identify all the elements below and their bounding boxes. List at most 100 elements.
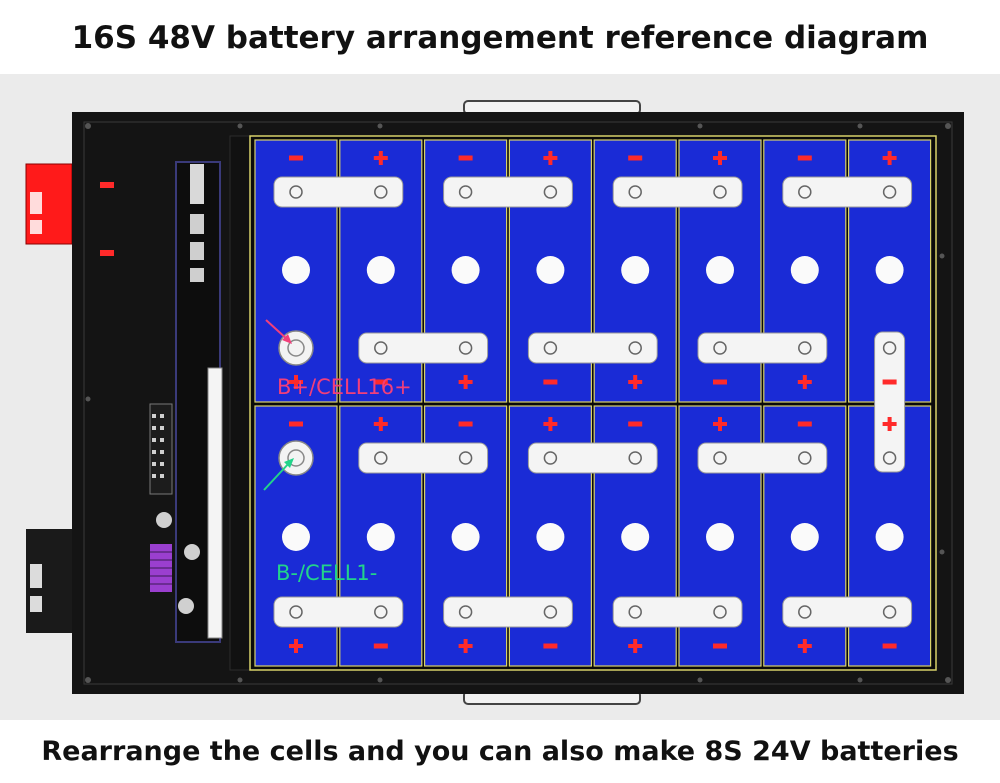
vertical-busbar bbox=[874, 331, 906, 473]
cell-terminal bbox=[790, 523, 819, 551]
minus-sign bbox=[628, 421, 643, 427]
plus-sign bbox=[718, 417, 722, 431]
plus-sign bbox=[378, 417, 383, 431]
plus-sign bbox=[887, 417, 892, 431]
busbar bbox=[527, 442, 658, 474]
cell-terminal bbox=[706, 256, 734, 284]
cell-terminal bbox=[282, 256, 310, 284]
busbar-bolt bbox=[458, 451, 473, 465]
busbar bbox=[782, 596, 913, 628]
plus-sign bbox=[294, 375, 298, 389]
busbar-bolt bbox=[458, 185, 473, 199]
busbar-bolt bbox=[628, 605, 642, 619]
minus-sign bbox=[458, 155, 473, 161]
busbar-bolt bbox=[543, 605, 558, 619]
busbar-bolt bbox=[798, 605, 812, 619]
busbar bbox=[273, 596, 404, 628]
busbar-bolt bbox=[543, 341, 558, 355]
plus-sign bbox=[378, 151, 383, 165]
busbar-bolt bbox=[289, 605, 303, 619]
busbar-bolt bbox=[882, 451, 897, 465]
busbar-bolt bbox=[289, 185, 303, 199]
busbar-bolt bbox=[882, 185, 897, 199]
minus-sign bbox=[289, 155, 303, 161]
busbar-bolt bbox=[628, 341, 642, 355]
pack-terminal-ring bbox=[287, 449, 305, 467]
minus-sign bbox=[373, 643, 388, 649]
busbar-bolt bbox=[543, 451, 558, 465]
cell-terminal bbox=[621, 256, 650, 284]
busbar-bolt bbox=[458, 341, 473, 355]
busbar bbox=[612, 596, 743, 628]
terminal-grid bbox=[282, 256, 904, 551]
plus-sign bbox=[294, 639, 298, 653]
pack-terminal bbox=[278, 440, 314, 476]
busbar-bolt bbox=[374, 185, 388, 199]
polarity-marks bbox=[289, 151, 897, 653]
plus-sign bbox=[463, 375, 468, 389]
busbar-bolt bbox=[713, 451, 727, 465]
battery-pack-drawing bbox=[25, 100, 964, 705]
plus-sign bbox=[633, 375, 638, 389]
plus-sign bbox=[548, 417, 553, 431]
minus-sign bbox=[373, 379, 388, 385]
cell-terminal bbox=[451, 523, 480, 551]
negative-terminal-label: B-/CELL1- bbox=[276, 561, 378, 585]
plus-sign bbox=[633, 639, 638, 653]
busbar bbox=[697, 442, 828, 474]
minus-sign bbox=[543, 379, 558, 385]
plus-sign bbox=[548, 151, 553, 165]
minus-sign bbox=[458, 421, 473, 427]
bms-board bbox=[149, 161, 223, 643]
busbar-group bbox=[273, 176, 913, 628]
busbar-bolt bbox=[374, 605, 388, 619]
minus-sign bbox=[797, 421, 812, 427]
busbar bbox=[782, 176, 913, 208]
plus-sign bbox=[802, 639, 807, 653]
diagram-footer: Rearrange the cells and you can also mak… bbox=[41, 736, 959, 767]
busbar-bolt bbox=[798, 185, 812, 199]
busbar-bolt bbox=[628, 185, 642, 199]
minus-sign bbox=[628, 155, 643, 161]
minus-sign bbox=[713, 379, 727, 385]
plus-sign bbox=[463, 639, 468, 653]
busbar bbox=[612, 176, 743, 208]
minus-sign bbox=[882, 379, 897, 385]
busbar bbox=[443, 596, 573, 628]
busbar-bolt bbox=[798, 451, 812, 465]
minus-sign bbox=[713, 643, 727, 649]
busbar-bolt bbox=[543, 185, 558, 199]
cell-terminal bbox=[282, 523, 310, 551]
cell-terminal bbox=[536, 523, 565, 551]
busbar-bolt bbox=[713, 605, 727, 619]
busbar-bolt bbox=[882, 605, 897, 619]
cell-terminal bbox=[875, 256, 904, 284]
busbar bbox=[273, 176, 404, 208]
cell-terminal bbox=[875, 523, 904, 551]
cell-terminal bbox=[621, 523, 650, 551]
busbar-bolt bbox=[458, 605, 473, 619]
busbar bbox=[358, 332, 489, 364]
minus-sign bbox=[543, 643, 558, 649]
minus-sign bbox=[797, 155, 812, 161]
cell-terminal bbox=[366, 523, 395, 551]
busbar-bolt bbox=[713, 341, 727, 355]
busbar-bolt bbox=[374, 341, 388, 355]
busbar-bolt bbox=[374, 451, 388, 465]
plus-sign bbox=[802, 375, 807, 389]
plus-sign bbox=[718, 151, 722, 165]
busbar-bolt bbox=[628, 451, 642, 465]
battery-pack-illustration: B+/CELL16+ B-/CELL1- bbox=[0, 74, 1000, 720]
cell-terminal bbox=[366, 256, 395, 284]
minus-sign bbox=[882, 643, 897, 649]
busbar-bolt bbox=[798, 341, 812, 355]
cell-terminal bbox=[451, 256, 480, 284]
cell-terminal bbox=[706, 523, 734, 551]
cell-terminal bbox=[790, 256, 819, 284]
busbar-bolt bbox=[882, 341, 897, 355]
positive-terminal-label: B+/CELL16+ bbox=[277, 375, 412, 399]
negative-label-arrow bbox=[263, 461, 291, 491]
cell-terminal bbox=[536, 256, 565, 284]
positive-label-arrow bbox=[265, 319, 289, 341]
minus-sign bbox=[289, 421, 303, 427]
